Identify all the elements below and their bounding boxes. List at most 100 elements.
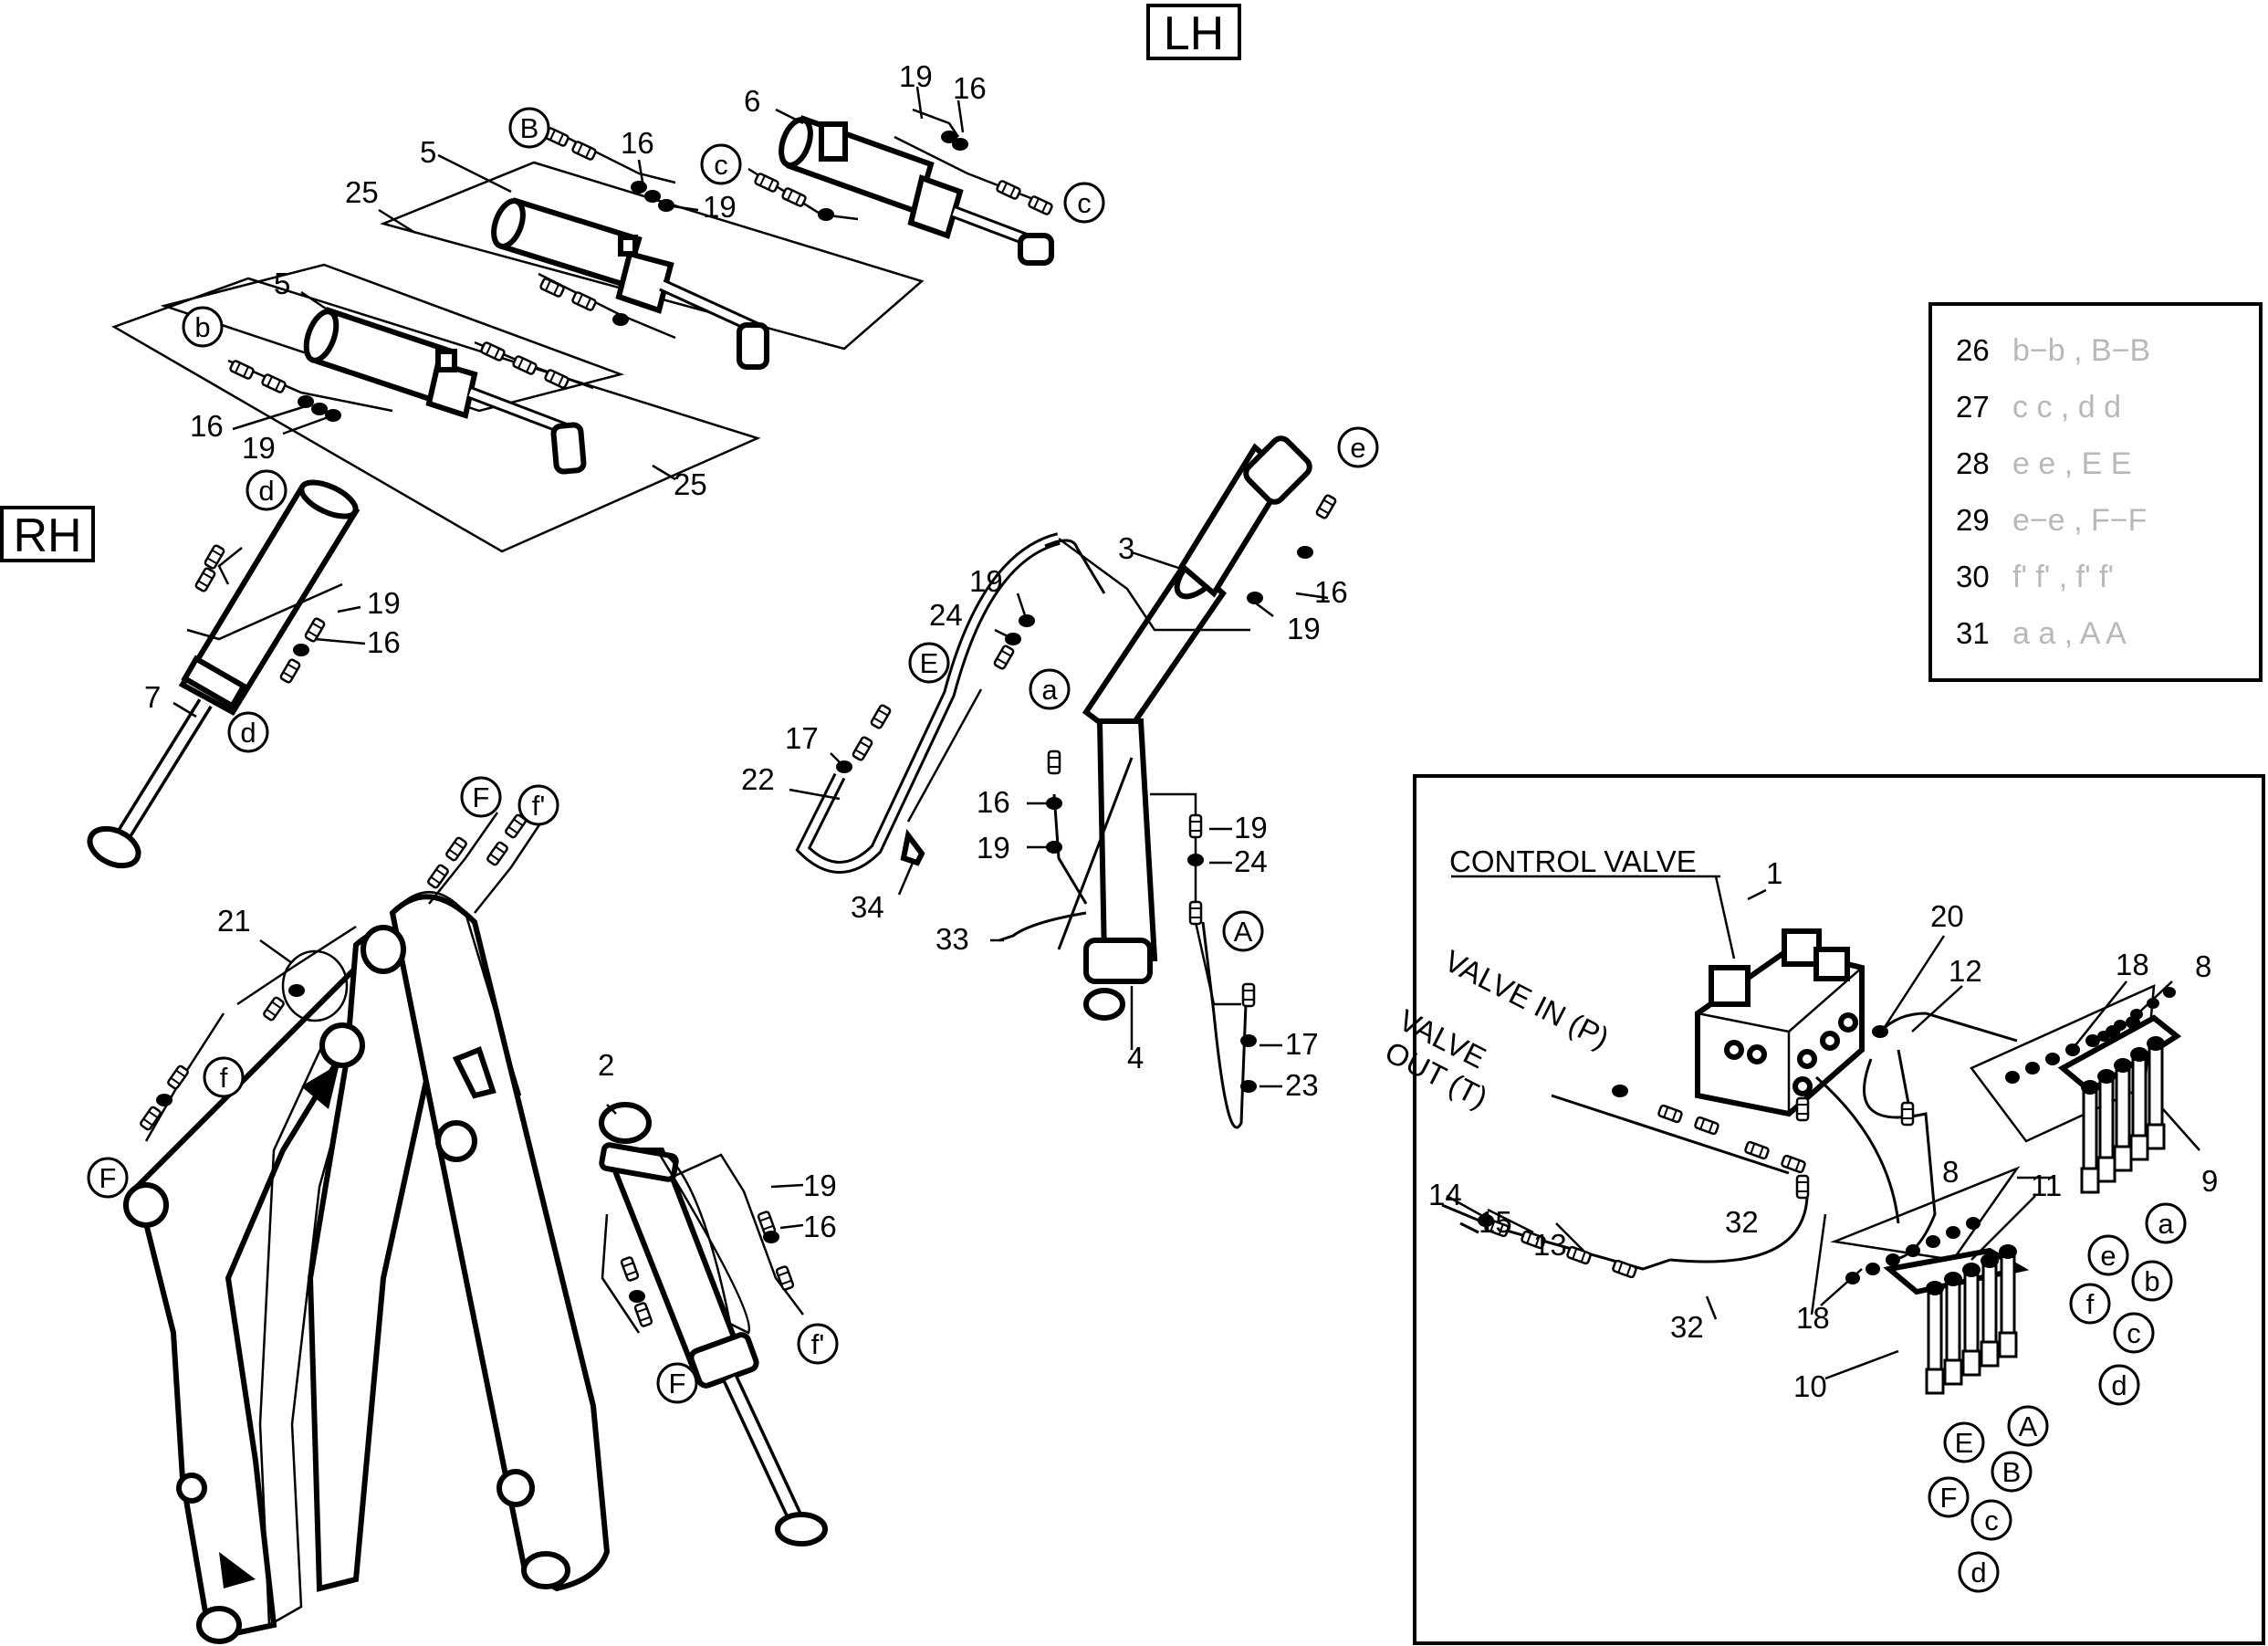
legend-row: 29 e−e , F−F	[1956, 503, 2147, 538]
control-valve-label: CONTROL VALVE	[1449, 844, 1697, 878]
lh-tag: LH	[1146, 4, 1241, 60]
hose-a-loop	[1201, 921, 1248, 1129]
connection-marker-text: b	[2144, 1265, 2159, 1297]
connection-marker-f-top: F	[460, 776, 502, 818]
rh-tag-text: RH	[13, 509, 81, 562]
manifold-10-block	[1883, 1244, 2030, 1395]
part-number-label: 19	[977, 831, 1010, 865]
connection-marker-f-v: f	[2069, 1283, 2111, 1325]
cylinder-6	[779, 115, 1054, 266]
connection-marker-f-boom: F	[87, 1157, 129, 1199]
connection-marker-a-mid: a	[1029, 668, 1071, 710]
connection-marker-c-top2: c	[1063, 182, 1105, 224]
lh-tag-text: LH	[1164, 7, 1224, 60]
part-number-label: 19	[242, 431, 276, 465]
part-number-label: 3	[1118, 531, 1134, 565]
part-number-label: 10	[1793, 1369, 1827, 1403]
connection-marker-text: B	[2002, 1456, 2022, 1488]
legend-row: 26 b−b , B−B	[1956, 333, 2150, 368]
connection-marker-text: f'	[811, 1328, 825, 1360]
connection-marker-b-v: b	[2131, 1260, 2173, 1302]
legend-row-text: e−e , F−F	[2012, 503, 2147, 538]
legend-row-number: 26	[1956, 333, 1990, 367]
legend-row-number: 31	[1956, 616, 1990, 650]
part-number-label: 20	[1930, 899, 1964, 933]
cylinder-7	[87, 479, 361, 869]
legend-row-text: e e , E E	[2012, 446, 2131, 481]
connection-marker-text: f	[220, 1062, 228, 1094]
part-number-label: 2	[598, 1048, 614, 1082]
connection-marker-text: c	[1984, 1504, 1999, 1536]
connection-marker-text: d	[258, 475, 274, 507]
connection-marker-text: c	[1077, 187, 1092, 219]
part-number-label: 25	[345, 175, 379, 209]
cylinder-2	[599, 1102, 828, 1546]
connection-marker-e-mid: E	[908, 642, 950, 684]
connection-marker-b-v: B	[1991, 1451, 2033, 1493]
legend-row-number: 30	[1956, 560, 1990, 593]
cylinder-5-upper	[491, 197, 769, 370]
part-number-label: 14	[1428, 1178, 1462, 1211]
connection-marker-a-v: a	[2145, 1202, 2187, 1244]
part-number-label: 6	[744, 84, 760, 118]
connection-marker-d-rh2: d	[227, 711, 269, 753]
connection-marker-e-v: E	[1943, 1421, 1985, 1463]
connection-marker-text: f'	[532, 790, 546, 822]
part-number-label: 21	[217, 904, 251, 938]
connection-marker-text: c	[714, 149, 728, 181]
part-number-label: 19	[367, 586, 401, 620]
part-number-label: 19	[1287, 612, 1321, 645]
part-number-label: 1	[1766, 856, 1782, 890]
connection-marker-text: d	[1970, 1557, 1986, 1588]
legend-row-number: 27	[1956, 390, 1990, 424]
connection-marker-b-top: B	[508, 107, 550, 149]
part-number-label: 16	[953, 71, 987, 105]
leader-lines	[172, 86, 2200, 1380]
connection-marker-e-top: e	[1337, 426, 1379, 468]
part-number-label: 32	[1725, 1205, 1759, 1239]
control-valve-inset	[1413, 774, 2265, 1645]
part-number-label: 13	[1533, 1228, 1567, 1262]
part-number-label: 16	[803, 1210, 837, 1243]
part-number-label: 34	[851, 890, 884, 924]
connection-marker-a-mid: A	[1222, 910, 1264, 952]
part-number-label: 16	[1314, 575, 1348, 609]
part-number-label: 16	[977, 785, 1010, 819]
part-number-label: 32	[1670, 1310, 1704, 1344]
part-number-label: 19	[969, 564, 1003, 598]
connection-marker-text: d	[240, 717, 256, 749]
legend-row-number: 28	[1956, 446, 1990, 480]
connection-marker-d2-v: d	[1958, 1551, 2000, 1593]
legend-row-number: 29	[1956, 503, 1990, 537]
connection-marker-text: a	[2158, 1208, 2174, 1240]
connection-marker-f-boom: f	[203, 1056, 245, 1098]
connection-marker-text: A	[2019, 1410, 2038, 1442]
boom-and-arm	[123, 812, 611, 1644]
part-number-label: 19	[703, 190, 737, 224]
connection-marker-a-v: A	[2007, 1405, 2049, 1447]
part-number-label: 16	[367, 625, 401, 659]
legend-row-text: a a , A A	[2012, 616, 2127, 651]
part-number-label: 19	[803, 1169, 837, 1202]
connection-marker-d-rh1: d	[246, 469, 287, 511]
part-number-label: 18	[1796, 1301, 1830, 1335]
connection-marker-fp-top: f'	[517, 784, 559, 826]
connection-marker-b-left: b	[182, 306, 224, 348]
connection-marker-d-v: d	[2098, 1364, 2140, 1406]
hose-e-assembly	[795, 532, 1106, 874]
connection-marker-text: a	[1041, 674, 1058, 706]
connection-marker-e-v: e	[2087, 1234, 2129, 1276]
connection-marker-text: f	[2086, 1288, 2095, 1320]
legend-row-text: b−b , B−B	[2012, 333, 2150, 368]
part-number-label: 5	[420, 135, 436, 169]
connection-marker-text: E	[1955, 1427, 1974, 1459]
part-number-label: 4	[1127, 1041, 1144, 1075]
manifold-8-block	[2057, 1014, 2182, 1194]
part-number-label: 19	[899, 59, 933, 93]
rh-tag: RH	[0, 506, 95, 562]
part-number-label: 23	[1285, 1068, 1319, 1102]
part-number-label: 19	[1234, 811, 1268, 844]
legend-row: 28 e e , E E	[1956, 446, 2131, 481]
